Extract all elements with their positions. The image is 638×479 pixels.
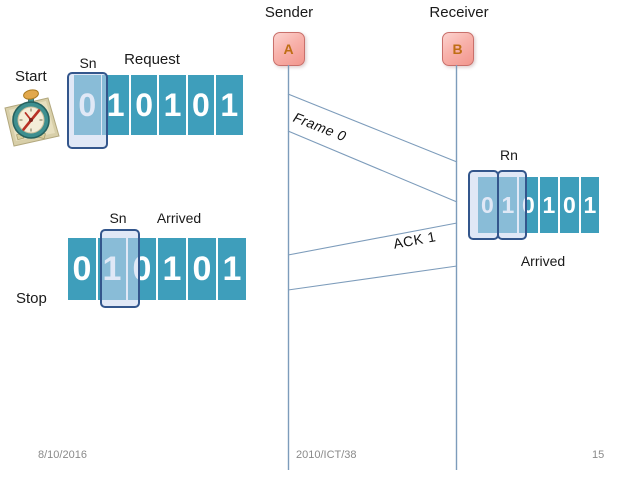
bit-cell: 0 [187,75,215,135]
sender-label: Sender [264,4,314,21]
ack-line-bottom [287,265,458,291]
bit-cell: 1 [216,75,243,135]
bit-cell: 1 [580,177,600,233]
arrived-sender-sn-label: Sn [109,210,127,226]
bit-cell: 1 [158,238,186,300]
bit-cell: 0 [560,177,579,233]
timer-stop-label: Stop [16,290,47,307]
receiver-label: Receiver [429,4,489,21]
footer-doc-id: 2010/ICT/38 [296,449,357,461]
request-title: Request [124,51,180,68]
arrived-sender-highlight-box [100,229,140,308]
bit-cell: 0 [188,238,216,300]
bit-cell: 0 [130,75,158,135]
arrived-sender-title: Arrived [156,210,202,226]
request-sn-label: Sn [79,55,97,71]
arrived-receiver-title: Arrived [520,253,566,269]
receiver-highlight-box-1 [497,169,527,240]
request-highlight-box [67,72,108,149]
stopwatch-icon [4,82,62,148]
bit-cell: 1 [218,238,246,300]
footer-date: 8/10/2016 [38,449,87,461]
bit-cell: 1 [159,75,186,135]
footer-page-number: 15 [592,449,605,461]
frame-line-bottom [287,130,458,203]
receiver-node-badge: B [441,32,474,66]
receiver-rn-label: Rn [500,147,518,163]
sender-node-badge: A [272,32,305,66]
receiver-highlight-box-0 [467,169,499,240]
bit-cell: 0 [68,238,96,300]
timer-start-label: Start [15,68,47,85]
frame-message-label: Frame 0 [291,109,349,145]
ack-message-label: ACK 1 [392,228,438,252]
bit-cell: 1 [539,177,559,233]
